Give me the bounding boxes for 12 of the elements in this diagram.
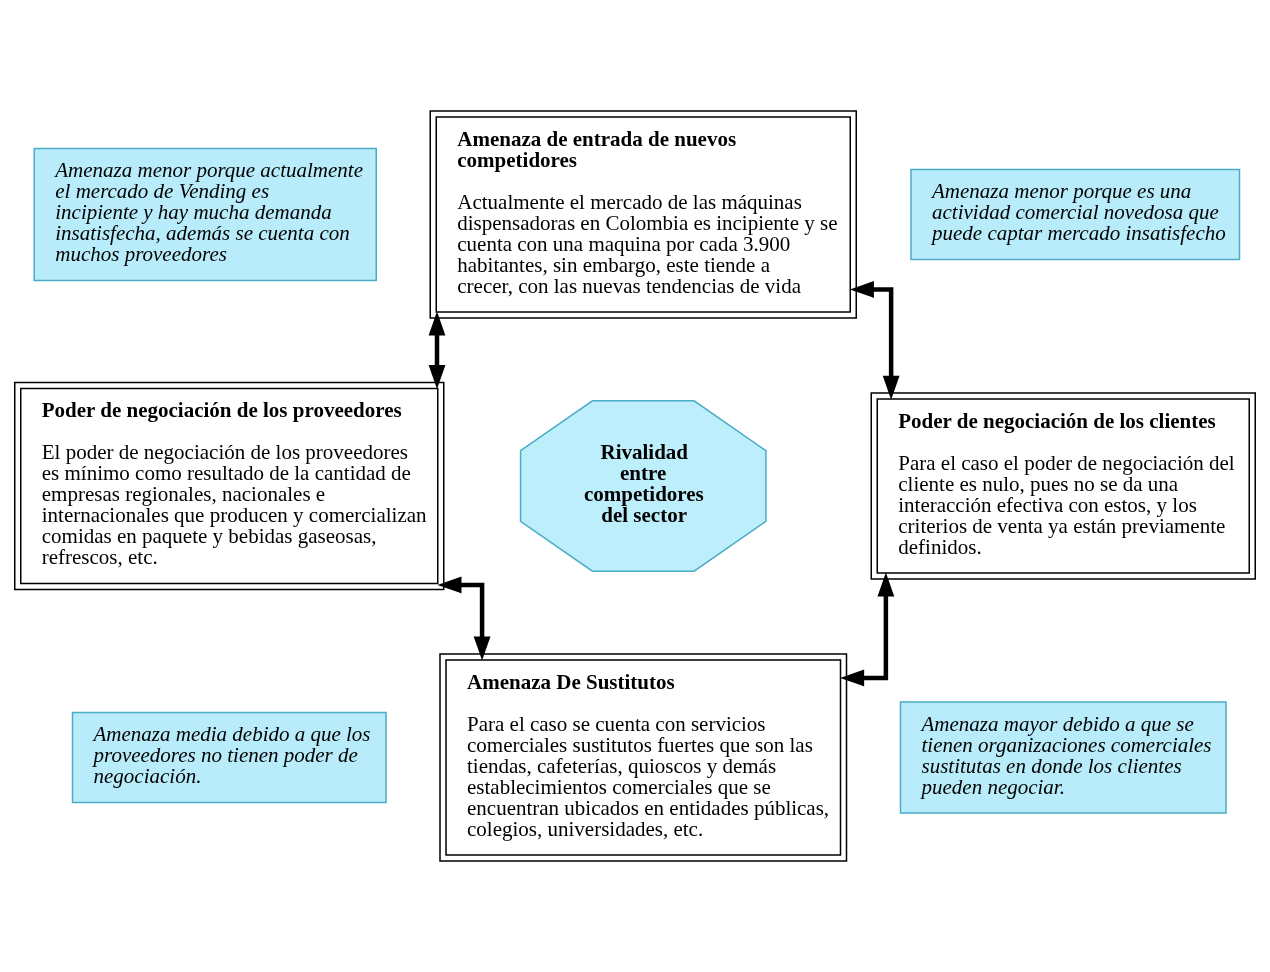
node-box: Poder de negociación de los clientes Para el caso el poder de negociación del cliente es nulo, pues no se da una interacción efectiva con estos, y los criterios de venta ya están previamente definidos. xyxy=(870,392,1256,580)
node-box: Amenaza menor porque es una actividad comercial novedosa que puede captar mercado insatisfecho xyxy=(910,168,1241,261)
arrow xyxy=(840,572,895,687)
node-box: Amenaza media debido a que los proveedores no tienen poder de negociación. xyxy=(71,711,387,804)
node-box: Amenaza mayor debido a que se tienen organizaciones comerciales sustitutas en donde los clientes pueden negociar. xyxy=(899,701,1227,814)
arrow xyxy=(428,311,446,389)
node-box: Amenaza de entrada de nuevos competidores Actualmente el mercado de las máquinas dispensadoras en Colombia es incipiente y se cuenta con una maquina por cada 3.900 habitantes, sin embargo, este tiende a crecer, con las nuevas tendencias de vida xyxy=(429,110,857,319)
node-box: Amenaza De Sustitutos Para el caso se cuenta con servicios comerciales sustitutos fuertes que son las tiendas, cafeterías, quioscos y demás establecimientos comerciales que se encuentran ubicados en entidades públicas, colegios, universidades, etc. xyxy=(439,653,848,862)
arrow xyxy=(437,576,491,661)
arrow xyxy=(849,281,900,400)
node-box: Amenaza menor porque actualmente el mercado de Vending es incipiente y hay mucha demanda insatisfecha, además se cuenta con muchos proveedores xyxy=(33,147,377,282)
node-box: Poder de negociación de los proveedores El poder de negociación de los proveedores es mínimo como resultado de la cantidad de empresas regionales, nacionales e internacionales que producen y comercializan comidas en paquete y bebidas gaseosas, refrescos, etc. xyxy=(14,381,445,591)
